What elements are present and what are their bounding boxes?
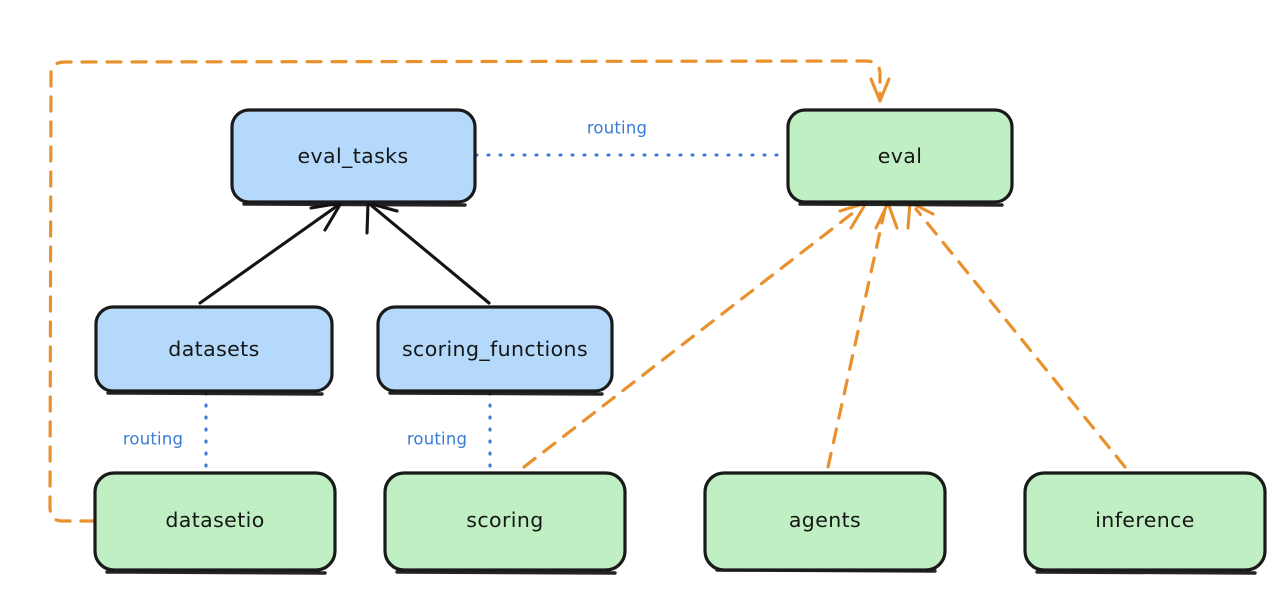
node-datasetio-label: datasetio: [165, 508, 264, 532]
node-scoring[interactable]: scoring: [383, 471, 627, 575]
edge-scoring-to-eval-arrowhead: [838, 201, 868, 230]
edge-inference-to-eval: [906, 200, 1127, 469]
node-datasetio-box[interactable]: [93, 471, 337, 572]
node-eval-tasks[interactable]: eval_tasks: [230, 108, 477, 207]
node-eval-tasks-box[interactable]: [230, 108, 477, 204]
node-eval-label: eval: [878, 144, 923, 168]
node-datasets-shadow: [106, 391, 324, 396]
edge-datasetio-to-eval-arrowhead: [869, 77, 891, 103]
edge-scoring-functions-to-eval-tasks-path: [370, 204, 491, 305]
node-agents-box[interactable]: [703, 471, 947, 572]
edge-agents-to-eval-path: [826, 207, 887, 469]
node-inference-shadow: [1035, 570, 1257, 575]
edge-label-layer: routing routing routing: [123, 119, 647, 449]
node-scoring-functions[interactable]: scoring_functions: [376, 305, 614, 396]
edge-label-routing-eval-tasks: routing: [587, 119, 647, 138]
node-scoring-functions-label: scoring_functions: [402, 337, 588, 362]
node-datasets-box[interactable]: [94, 305, 334, 393]
edge-agents-to-eval-arrowhead: [874, 201, 899, 230]
node-inference-label: inference: [1095, 508, 1195, 532]
node-inference-box[interactable]: [1023, 471, 1267, 572]
edge-agents-to-eval: [826, 201, 899, 469]
node-datasets[interactable]: datasets: [94, 305, 334, 396]
node-scoring-box[interactable]: [383, 471, 627, 572]
node-scoring-functions-box[interactable]: [376, 305, 614, 393]
node-eval-shadow: [798, 202, 1004, 207]
edge-datasetio-to-eval: [48, 59, 891, 523]
node-eval-tasks-shadow: [242, 202, 467, 207]
node-datasetio[interactable]: datasetio: [93, 471, 337, 575]
node-inference[interactable]: inference: [1023, 471, 1267, 575]
node-scoring-shadow: [395, 570, 617, 575]
node-scoring-functions-shadow: [388, 391, 604, 396]
edge-scoring-functions-to-eval-tasks: [365, 201, 491, 305]
node-agents[interactable]: agents: [703, 471, 947, 573]
node-eval-tasks-label: eval_tasks: [297, 144, 408, 169]
edge-datasets-to-eval-tasks: [198, 201, 343, 305]
node-eval[interactable]: eval: [786, 108, 1014, 207]
node-datasetio-shadow: [105, 570, 327, 575]
edge-scoring-to-eval-path: [522, 207, 860, 469]
edge-label-routing-datasets: routing: [123, 430, 183, 449]
edge-label-routing-scoring-functions: routing: [407, 430, 467, 449]
edge-inference-to-eval-path: [914, 207, 1127, 469]
node-eval-box[interactable]: [786, 108, 1014, 204]
node-scoring-label: scoring: [466, 508, 543, 532]
node-datasets-label: datasets: [168, 337, 259, 361]
node-layer: eval_tasks eval datasets scoring_functio…: [93, 108, 1267, 575]
node-agents-label: agents: [789, 508, 861, 532]
edge-datasets-to-eval-tasks-path: [198, 204, 339, 305]
